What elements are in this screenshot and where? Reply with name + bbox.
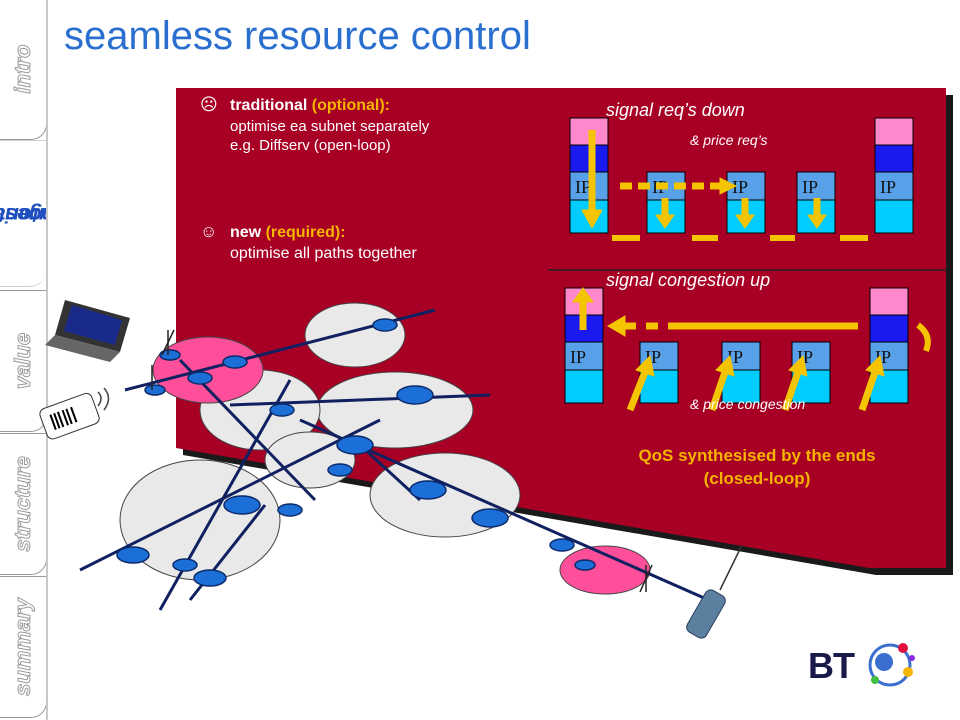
- ip-label: IP: [880, 177, 896, 197]
- side-nav: intro congestiontutorial value structure…: [0, 0, 48, 720]
- smart-card-icon: [39, 387, 110, 440]
- tab-congestion-tutorial[interactable]: congestiontutorial: [0, 140, 46, 287]
- ip-label: IP: [802, 177, 818, 197]
- bullet-new: ☺ new (required): optimise all paths tog…: [200, 222, 417, 262]
- smile-icon: ☺: [200, 222, 218, 241]
- antenna-icon: [151, 329, 653, 593]
- page-title: seamless resource control: [64, 14, 531, 58]
- top-sublabel: & price req’s: [690, 132, 768, 148]
- tab-value[interactable]: value: [0, 290, 47, 432]
- top-label: signal req’s down: [606, 100, 745, 120]
- frown-icon: ☹: [200, 95, 218, 114]
- bt-logo-text: BT: [808, 645, 855, 686]
- ip-label: IP: [732, 177, 748, 197]
- bullet-traditional: ☹ traditional (optional): optimise ea su…: [200, 95, 430, 154]
- bottom-sublabel: & price congestion: [690, 396, 806, 412]
- ip-label: IP: [575, 177, 591, 197]
- tab-summary[interactable]: summary: [0, 576, 47, 718]
- svg-text:IP: IP: [570, 347, 586, 367]
- laptop-icon: [45, 300, 130, 362]
- nav-divider: [46, 0, 48, 720]
- down-arrow-head: [581, 209, 603, 230]
- mobile-phone-icon: [686, 544, 743, 639]
- router-icon: [116, 318, 596, 587]
- bottom-label: signal congestion up: [606, 270, 771, 290]
- tab-structure[interactable]: structure: [0, 433, 47, 575]
- qos-text: QoS synthesised by the ends (closed-loop…: [638, 446, 876, 488]
